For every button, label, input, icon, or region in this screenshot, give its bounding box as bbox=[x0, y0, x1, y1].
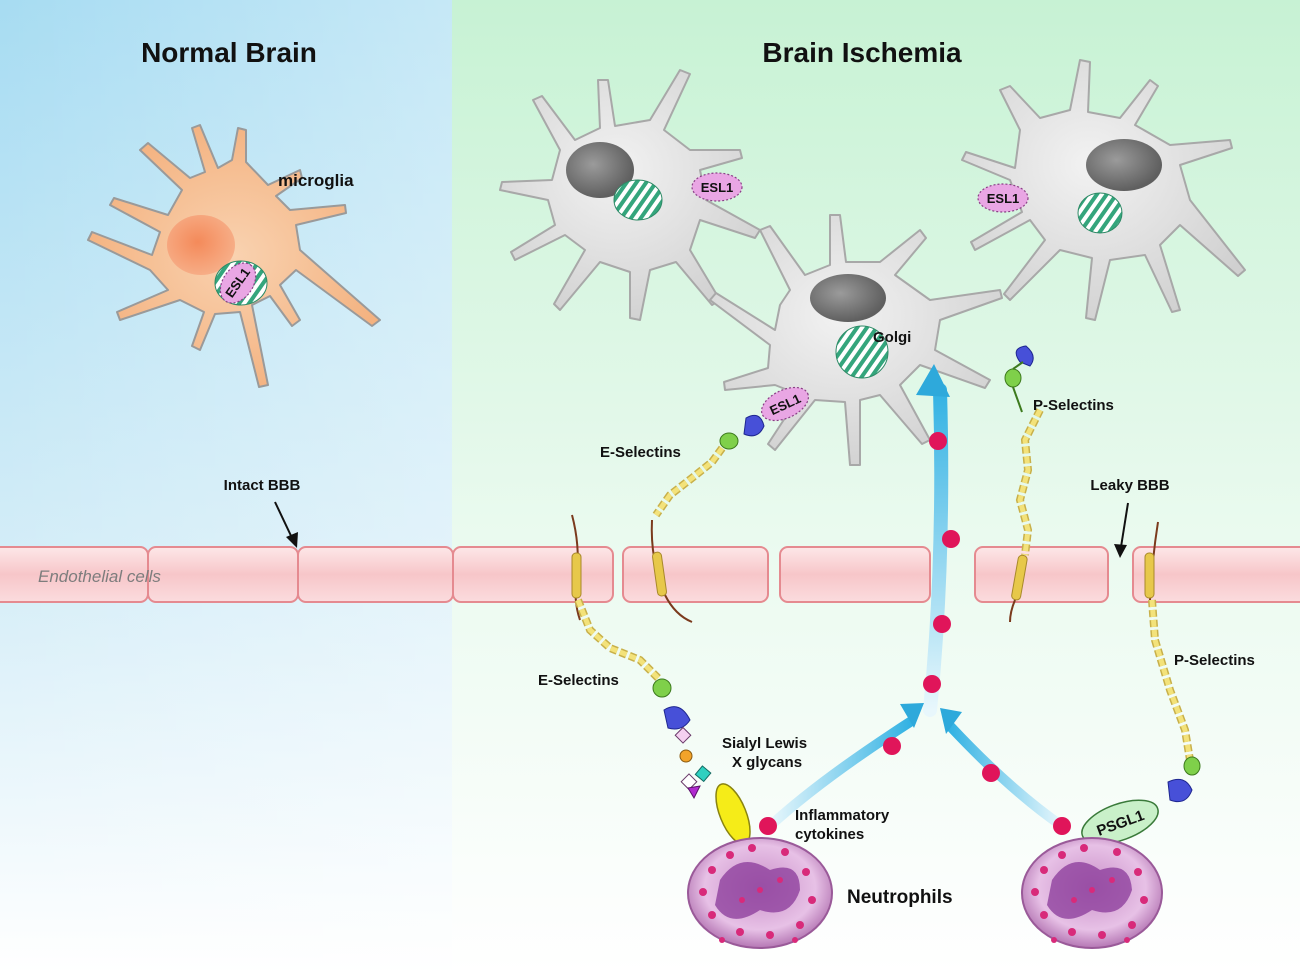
esl1-normal bbox=[219, 262, 257, 304]
sialyl-label-line1: Sialyl Lewis bbox=[722, 735, 807, 752]
nucleus-right bbox=[1086, 139, 1162, 191]
p-selectins-upper-label: P-Selectins bbox=[1033, 397, 1114, 414]
intact-bbb-label: Intact BBB bbox=[224, 477, 301, 494]
cytokines-label-line2: cytokines bbox=[795, 826, 864, 843]
intact-bbb-arrow bbox=[274, 501, 294, 541]
normal-nucleus bbox=[167, 215, 235, 275]
endothelial-layer bbox=[0, 546, 1300, 603]
e-selectin-upper bbox=[650, 414, 765, 623]
brain-ischemia-title: Brain Ischemia bbox=[762, 37, 962, 68]
esl1-center bbox=[760, 386, 810, 422]
activated-microglia-right: ESL1 bbox=[961, 59, 1246, 321]
leaky-bbb-label: Leaky BBB bbox=[1090, 477, 1169, 494]
leaky-bbb-arrow bbox=[1120, 502, 1129, 548]
p-selectin-upper bbox=[1004, 345, 1044, 623]
nucleus-left bbox=[566, 142, 634, 198]
p-selectin-lower bbox=[1144, 521, 1201, 803]
esl1-left-label: ESL1 bbox=[701, 180, 734, 195]
esl1-right bbox=[977, 183, 1029, 213]
cytokines-label-line1: Inflammatory bbox=[795, 807, 890, 824]
esl1-right-label: ESL1 bbox=[987, 191, 1020, 206]
e-selectins-upper-label: E-Selectins bbox=[600, 444, 681, 461]
psgl1-receptor: PSGL1 bbox=[1081, 799, 1159, 845]
e-selectin-lower bbox=[571, 514, 691, 730]
normal-microglia: ESL1 bbox=[87, 124, 381, 388]
microglia-label: microglia bbox=[278, 171, 354, 190]
normal-brain-title: Normal Brain bbox=[141, 37, 317, 68]
neutrophil-left bbox=[687, 837, 833, 949]
cytokine-dots bbox=[759, 432, 1071, 835]
nucleus-center bbox=[810, 274, 886, 322]
neutrophil-right bbox=[1021, 837, 1163, 949]
activated-microglia-left: ESL1 bbox=[499, 69, 761, 321]
endothelial-cells-label: Endothelial cells bbox=[38, 567, 161, 586]
golgi-center bbox=[835, 325, 889, 379]
activated-microglia-center: ESL1 bbox=[709, 214, 1003, 466]
neutrophils-label: Neutrophils bbox=[847, 887, 953, 908]
e-selectins-lower-label: E-Selectins bbox=[538, 672, 619, 689]
esl1-left bbox=[691, 172, 743, 202]
p-selectins-lower-label: P-Selectins bbox=[1174, 652, 1255, 669]
golgi-left bbox=[613, 179, 663, 221]
golgi-right bbox=[1077, 192, 1123, 234]
sialyl-label-line2: X glycans bbox=[732, 754, 802, 771]
golgi-label: Golgi bbox=[873, 329, 911, 346]
